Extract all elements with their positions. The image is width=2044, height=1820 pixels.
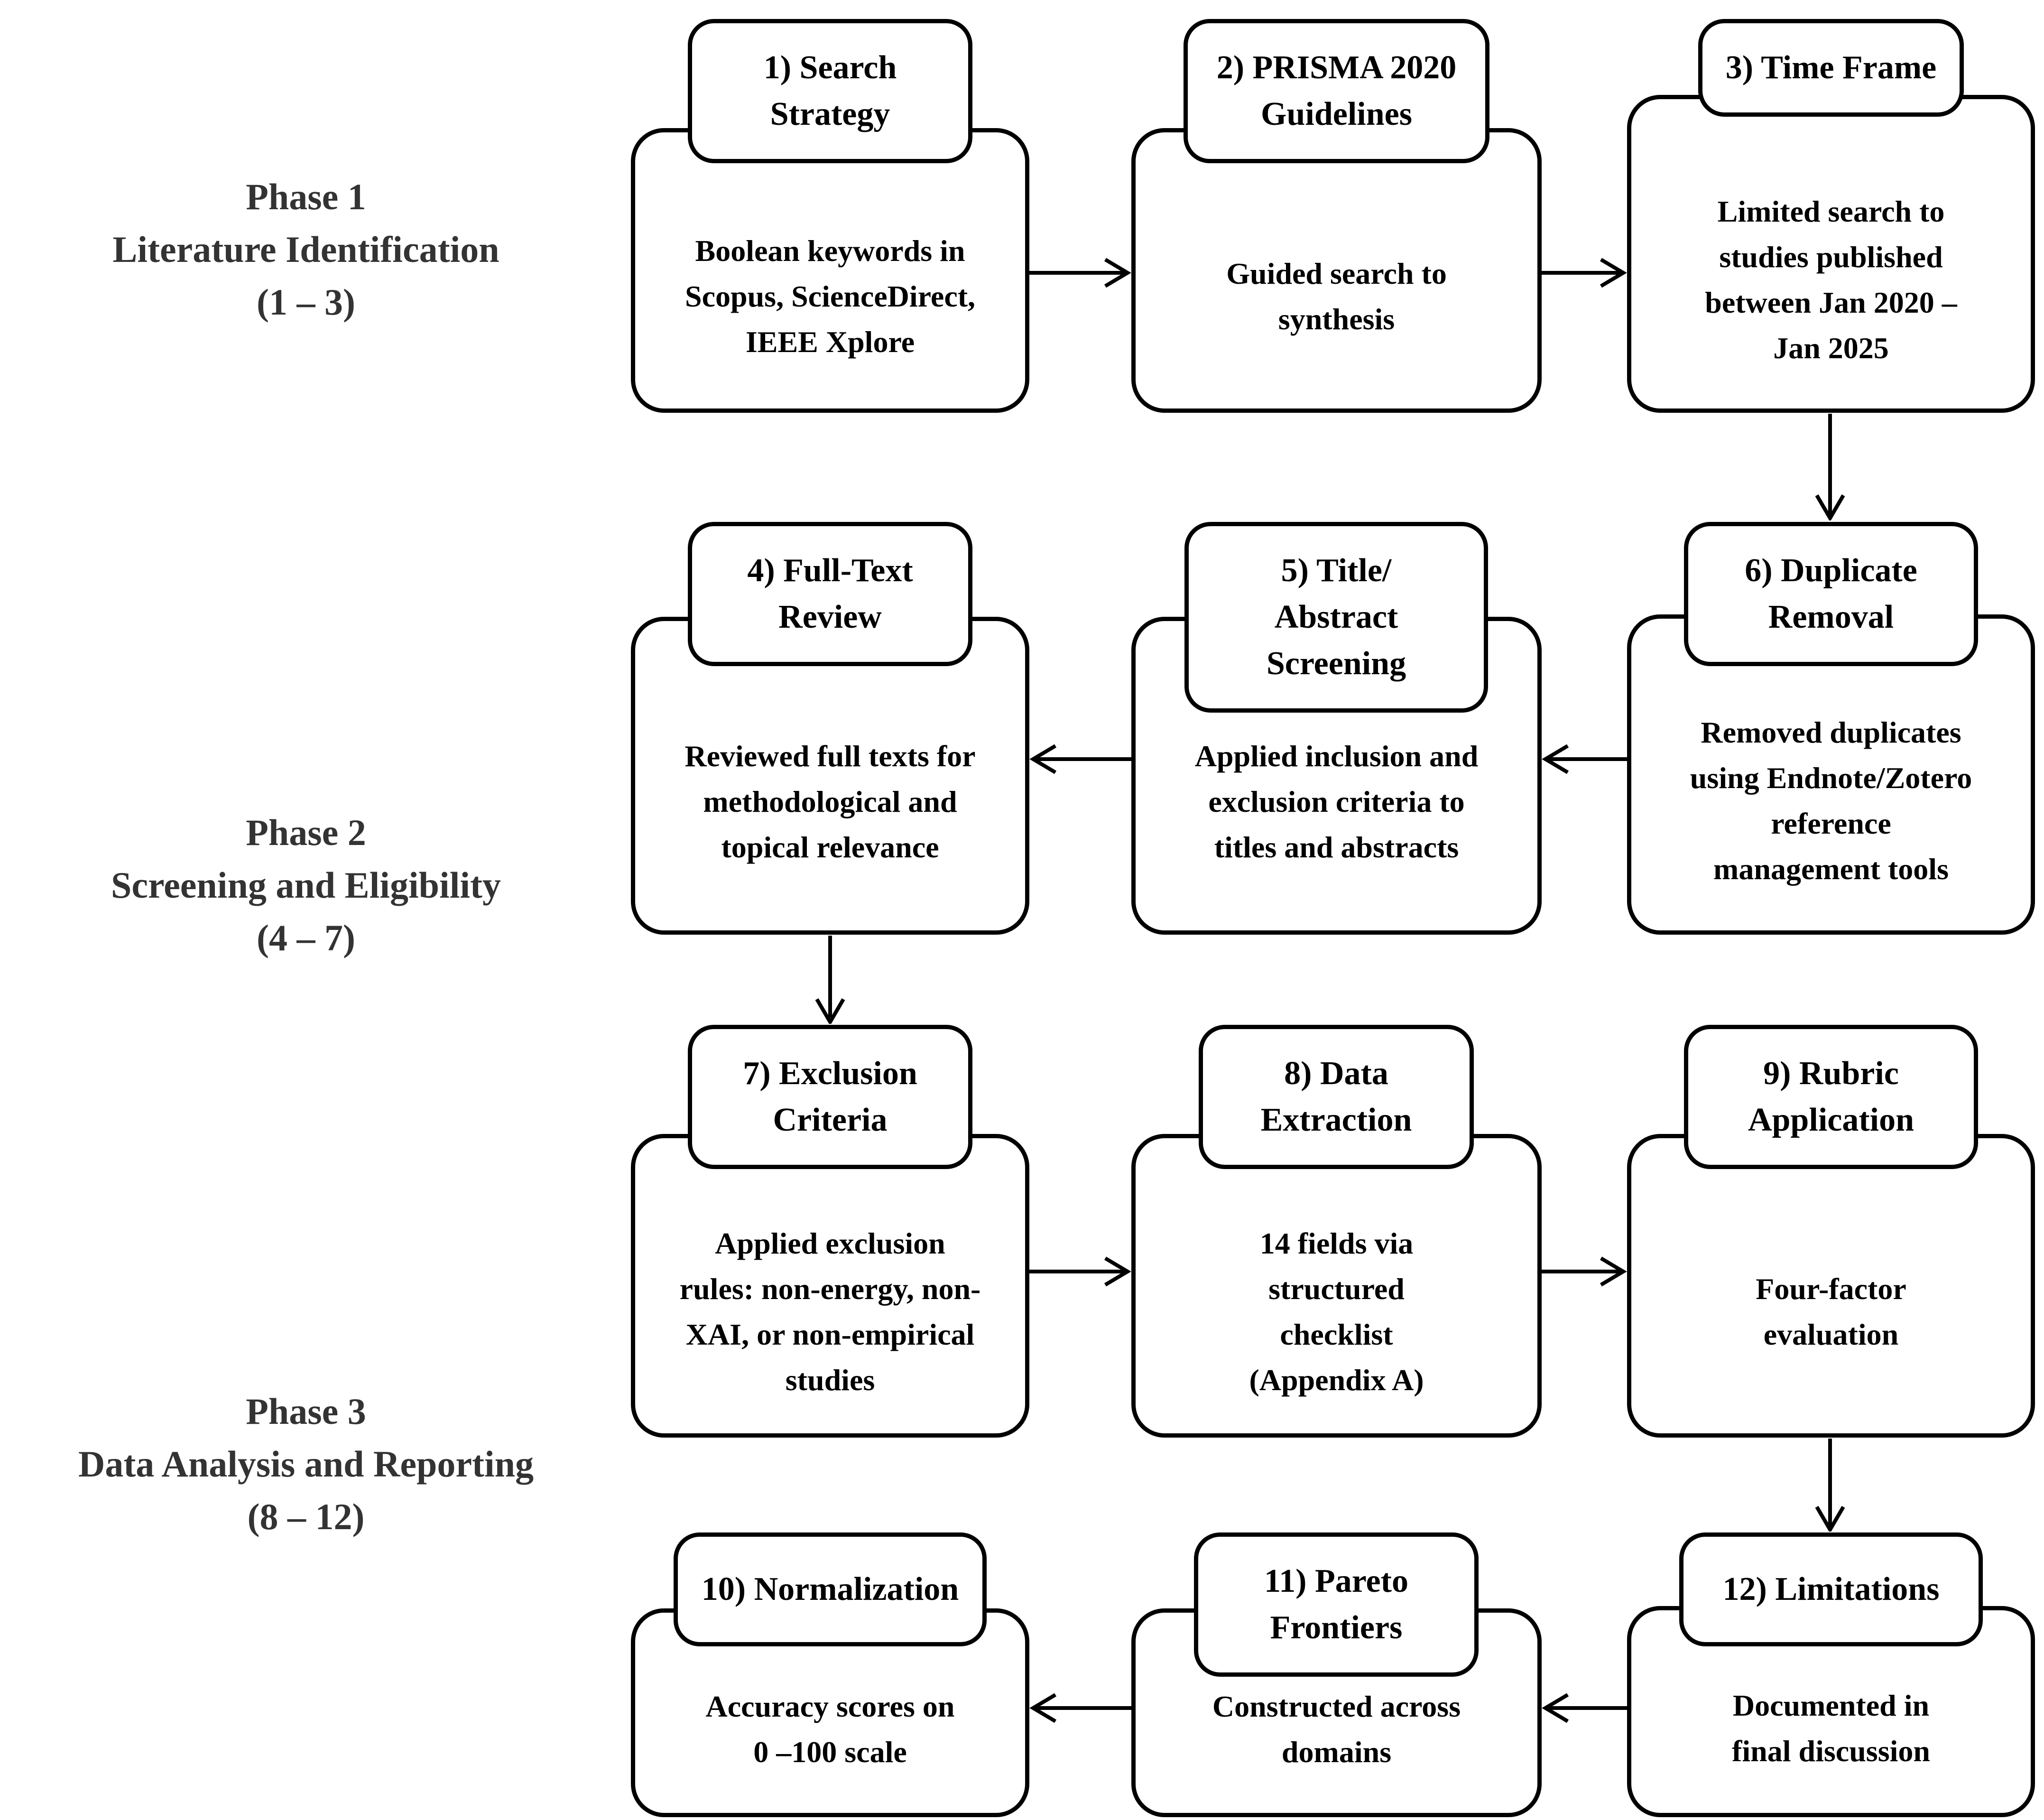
step-6-title: 6) Duplicate Removal: [1745, 552, 1917, 635]
step-8-description: 14 fields via structured checklist (Appe…: [1249, 1226, 1424, 1397]
step-7-description: Applied exclusion rules: non-energy, non…: [679, 1226, 981, 1397]
step-11-title-tab: 11) Pareto Frontiers: [1194, 1532, 1479, 1677]
arrow-step6-to-step5-icon: [1542, 744, 1627, 774]
step-10-title-tab: 10) Normalization: [674, 1532, 987, 1646]
arrow-step5-to-step4-icon: [1029, 744, 1131, 774]
arrow-step3-to-step6-icon: [1815, 414, 1845, 520]
arrow-step11-to-step10-icon: [1029, 1693, 1131, 1723]
step-4-box: Reviewed full texts for methodological a…: [631, 617, 1029, 935]
phase-3-label: Phase 3 Data Analysis and Reporting (8 –…: [78, 1391, 534, 1537]
step-4-title-tab: 4) Full-Text Review: [688, 522, 972, 666]
step-6-box: Removed duplicates using Endnote/Zotero …: [1627, 614, 2035, 935]
step-1-box: Boolean keywords in Scopus, ScienceDirec…: [631, 128, 1029, 413]
arrow-step4-to-step7-icon: [815, 936, 845, 1024]
step-12-title-tab: 12) Limitations: [1679, 1532, 1983, 1646]
step-11-description: Constructed across domains: [1212, 1690, 1461, 1769]
step-12-description: Documented in final discussion: [1732, 1688, 1930, 1768]
step-7-box: Applied exclusion rules: non-energy, non…: [631, 1134, 1029, 1438]
step-7-title-tab: 7) Exclusion Criteria: [688, 1025, 972, 1169]
arrow-step1-to-step2-icon: [1029, 258, 1131, 288]
step-6-description: Removed duplicates using Endnote/Zotero …: [1690, 715, 1972, 886]
step-3-title-tab: 3) Time Frame: [1698, 19, 1964, 117]
step-9-title: 9) Rubric Application: [1748, 1055, 1915, 1138]
step-6-title-tab: 6) Duplicate Removal: [1684, 522, 1978, 666]
step-4-description: Reviewed full texts for methodological a…: [684, 739, 976, 864]
step-10-title: 10) Normalization: [701, 1571, 959, 1607]
step-1-description: Boolean keywords in Scopus, ScienceDirec…: [684, 234, 976, 359]
step-2-box: Guided search to synthesis: [1131, 128, 1542, 413]
arrow-step7-to-step8-icon: [1029, 1256, 1131, 1287]
step-2-title-tab: 2) PRISMA 2020 Guidelines: [1184, 19, 1489, 163]
step-12-title: 12) Limitations: [1722, 1571, 1940, 1607]
step-3-box: Limited search to studies published betw…: [1627, 95, 2035, 413]
step-8-title-tab: 8) Data Extraction: [1199, 1025, 1474, 1169]
step-7-title: 7) Exclusion Criteria: [743, 1055, 917, 1138]
step-9-title-tab: 9) Rubric Application: [1684, 1025, 1978, 1169]
step-2-title: 2) PRISMA 2020 Guidelines: [1216, 49, 1457, 132]
step-1-title-tab: 1) Search Strategy: [688, 19, 972, 163]
step-9-description: Four-factor evaluation: [1756, 1272, 1906, 1351]
step-3-title: 3) Time Frame: [1725, 49, 1937, 86]
step-9-box: Four-factor evaluation: [1627, 1134, 2035, 1438]
arrow-step8-to-step9-icon: [1542, 1256, 1627, 1287]
step-4-title: 4) Full-Text Review: [747, 552, 913, 635]
step-8-box: 14 fields via structured checklist (Appe…: [1131, 1134, 1542, 1438]
step-11-title: 11) Pareto Frontiers: [1264, 1563, 1408, 1646]
phase-2-label: Phase 2 Screening and Eligibility (4 – 7…: [111, 812, 501, 958]
arrow-step2-to-step3-icon: [1542, 258, 1627, 288]
step-5-title: 5) Title/ Abstract Screening: [1266, 552, 1406, 682]
arrow-step12-to-step11-icon: [1542, 1693, 1627, 1723]
step-5-title-tab: 5) Title/ Abstract Screening: [1184, 522, 1488, 713]
step-5-description: Applied inclusion and exclusion criteria…: [1194, 739, 1479, 864]
step-8-title: 8) Data Extraction: [1260, 1055, 1412, 1138]
step-10-description: Accuracy scores on 0 –100 scale: [705, 1690, 955, 1769]
step-1-title: 1) Search Strategy: [763, 49, 897, 132]
step-3-description: Limited search to studies published betw…: [1705, 195, 1957, 365]
step-2-description: Guided search to synthesis: [1226, 257, 1447, 336]
arrow-step9-to-step12-icon: [1815, 1439, 1845, 1532]
phase-1-label: Phase 1 Literature Identification (1 – 3…: [112, 176, 499, 323]
